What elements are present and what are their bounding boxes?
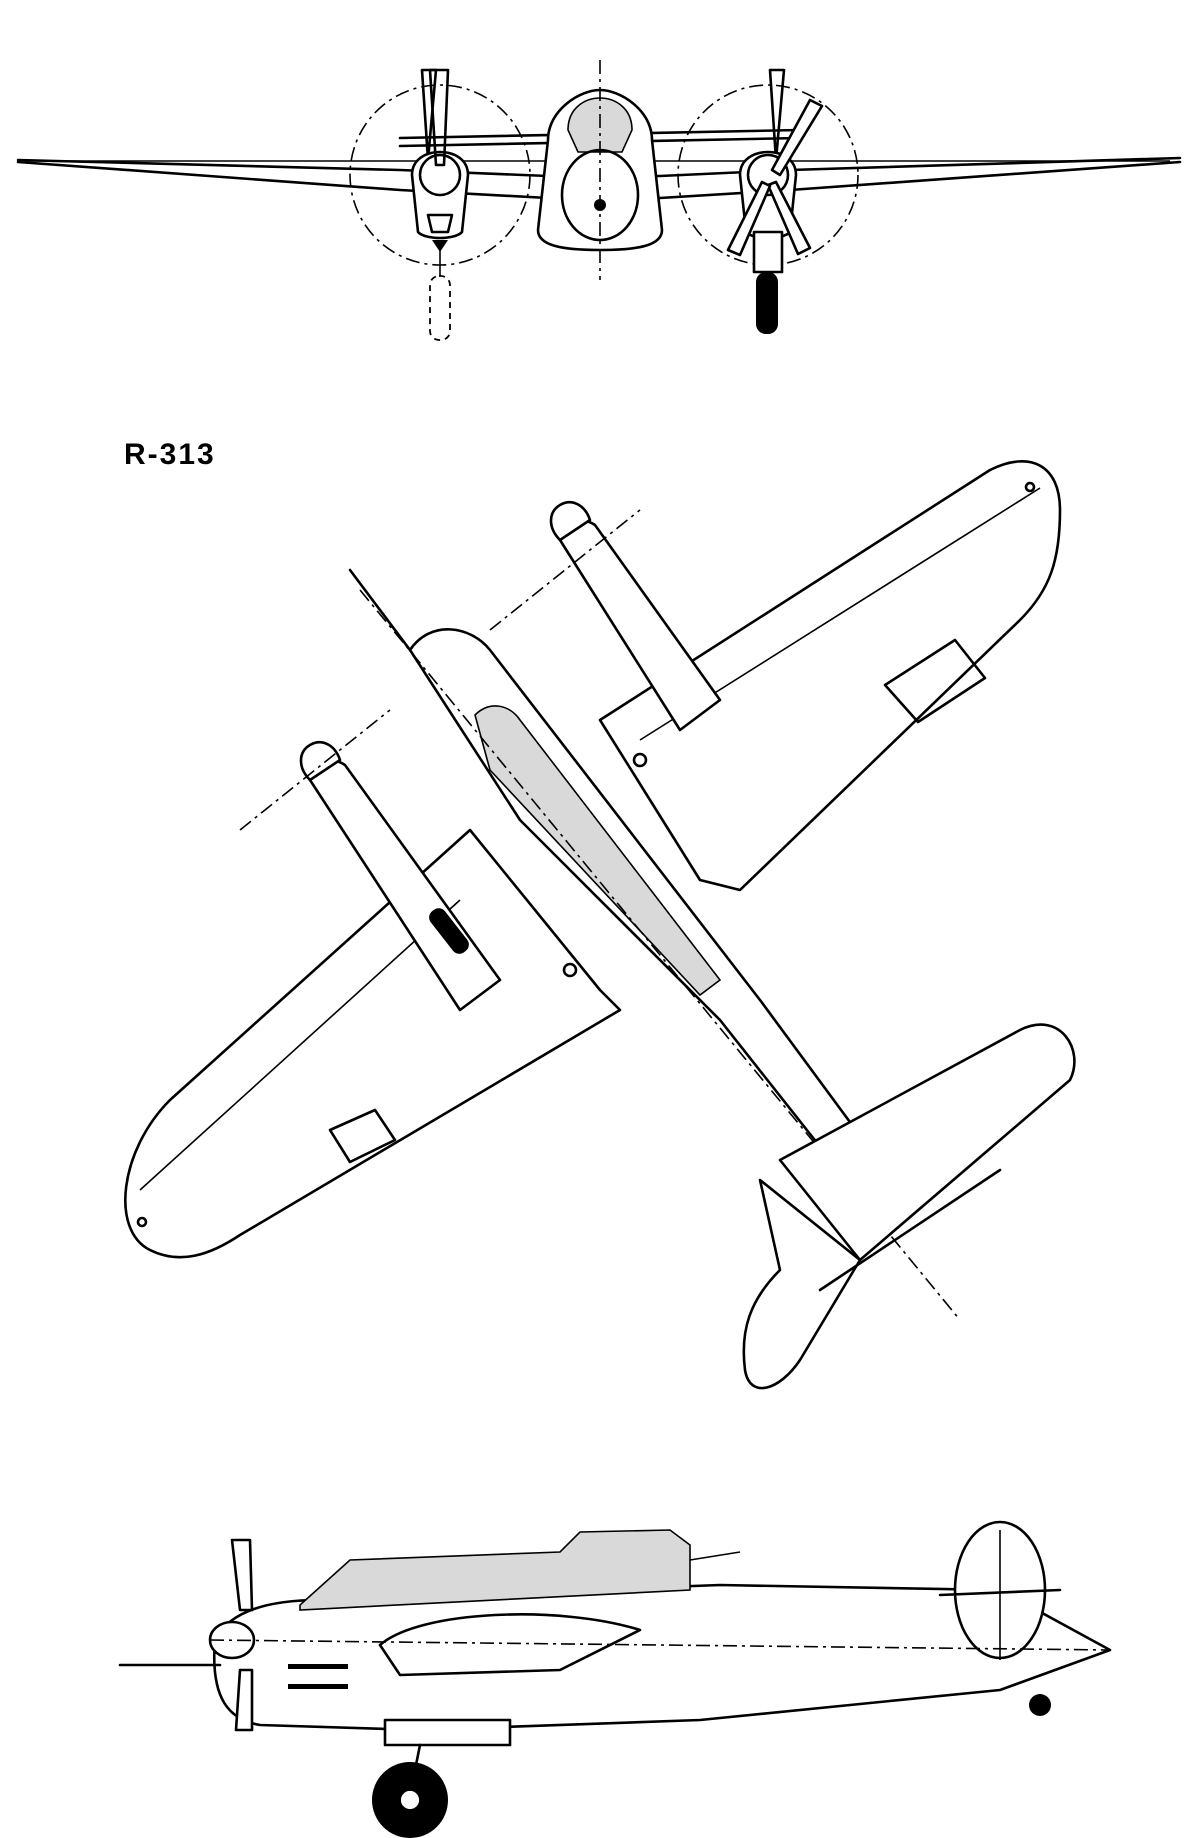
top-nose-gun <box>348 568 412 652</box>
side-gear-bay <box>383 1718 512 1747</box>
side-exhaust-lower <box>288 1684 348 1689</box>
side-tailplane <box>938 1588 1062 1597</box>
top-left-wingtip-light <box>136 1216 148 1228</box>
front-right-gear-leg <box>752 230 784 274</box>
side-tail-wheel <box>1029 1694 1051 1716</box>
top-right-spinner <box>549 500 592 542</box>
top-left-tailplane <box>742 1178 862 1390</box>
top-left-aileron <box>328 1108 397 1164</box>
front-left-prop-disc <box>349 84 531 266</box>
side-nacelle <box>378 1613 642 1677</box>
side-rear-gun <box>689 1551 741 1561</box>
side-prop-blade-upper <box>230 1538 254 1612</box>
front-left-intake <box>426 213 454 234</box>
side-exhaust-upper <box>288 1664 348 1669</box>
top-right-aileron <box>883 638 987 724</box>
top-right-wingtip-light <box>1024 481 1036 493</box>
front-right-prop-blade-1 <box>770 98 824 177</box>
top-left-prop-line <box>239 709 391 831</box>
side-prop-blade-lower <box>234 1668 254 1732</box>
top-elevator-hinge <box>818 1168 1002 1292</box>
front-left-gear-retracted <box>429 275 451 341</box>
top-right-tailplane <box>778 1023 1076 1262</box>
side-canopy <box>299 1529 691 1611</box>
top-left-wing-marker <box>562 962 578 978</box>
side-wheel-hub <box>399 1789 421 1811</box>
top-view <box>124 460 1076 1390</box>
top-right-prop-line <box>489 509 641 631</box>
front-left-spinner <box>418 153 462 197</box>
front-left-prop-blade <box>428 68 450 167</box>
top-right-wing <box>598 460 1062 892</box>
top-canopy-glazing <box>474 705 722 997</box>
top-right-wing-marker <box>632 752 648 768</box>
front-right-prop-blade-2 <box>766 180 812 256</box>
front-view <box>16 60 1182 341</box>
front-right-wheel <box>756 272 778 334</box>
side-exhaust-stacks <box>288 1664 348 1689</box>
front-right-fin <box>768 68 786 162</box>
top-left-wing-spar <box>139 899 461 1191</box>
top-left-wing <box>124 828 622 1259</box>
top-left-nacelle-intake <box>429 908 469 954</box>
side-view <box>118 1520 1112 1838</box>
top-left-spinner <box>299 740 342 782</box>
aircraft-designation: R-313 <box>124 438 216 471</box>
side-centerline <box>209 1639 1111 1651</box>
front-right-prop-blade-3 <box>726 180 772 257</box>
front-right-spinner <box>746 153 790 197</box>
